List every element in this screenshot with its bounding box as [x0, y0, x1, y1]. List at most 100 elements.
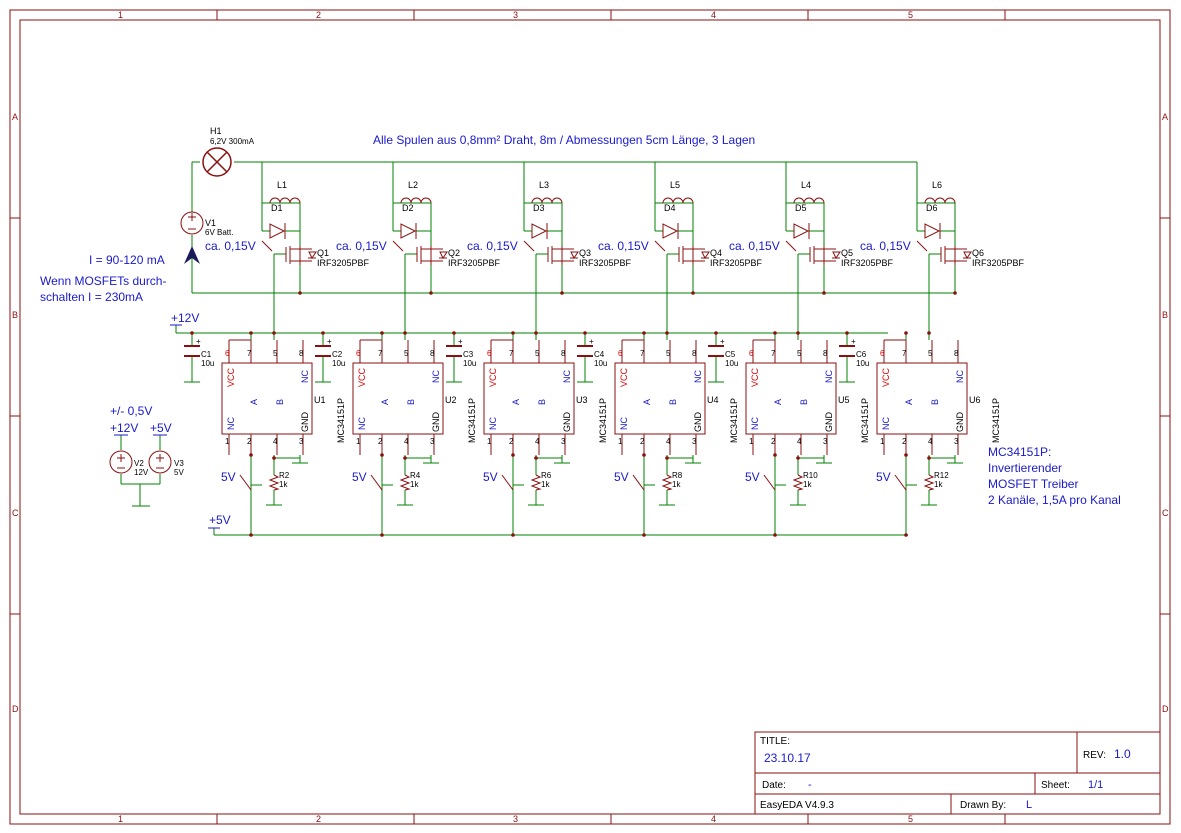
frame-col-label-bottom: 5: [908, 814, 913, 824]
ic-gnd-label: GND: [431, 412, 441, 433]
battery-value: 6V Batt.: [205, 228, 233, 237]
ic-pin-number: 1: [618, 437, 623, 446]
ic-part: MC34151P: [336, 398, 346, 443]
frame-col-label-bottom: 1: [118, 814, 123, 824]
drop-label: ca. 0,15V: [205, 239, 256, 253]
frame-row-label-left: B: [12, 310, 18, 320]
ic-part: MC34151P: [991, 398, 1001, 443]
cap-value: 10u: [201, 359, 214, 368]
date-label: Date:: [762, 780, 786, 791]
mosfet-ref: Q3: [579, 248, 591, 258]
rev-value: 1.0: [1114, 747, 1131, 761]
lamp-ref: H1: [210, 126, 222, 136]
junction-dot: [249, 331, 253, 335]
frame-row-label-left: D: [12, 704, 19, 714]
ic-part: MC34151P: [467, 398, 477, 443]
ic-pin-number: 1: [749, 437, 754, 446]
channel-wiring: [446, 162, 570, 535]
cap-ref: C2: [332, 350, 343, 359]
drop-label: ca. 0,15V: [598, 239, 649, 253]
ic-ref: U1: [314, 395, 326, 405]
body-diode-icon: [308, 251, 317, 259]
resistor-value: 1k: [672, 480, 681, 489]
mosfet-ref: Q4: [710, 248, 722, 258]
junction-dot: [380, 331, 384, 335]
coil-icon: [924, 197, 956, 204]
coil-icon: [662, 197, 694, 204]
junction-dot: [642, 331, 646, 335]
ic-pin-number: 7: [640, 349, 645, 358]
ic-a-label: A: [642, 399, 652, 405]
ic-a-label: A: [380, 399, 390, 405]
mosfet-part: IRF3205PBF: [579, 258, 632, 268]
ic-pin-number: 2: [247, 437, 252, 446]
frame-col-label-top: 1: [118, 10, 123, 20]
junction-dot: [927, 331, 931, 335]
frame-row-label-left: A: [12, 112, 18, 122]
junction-dot: [298, 291, 302, 295]
cap-ref: C3: [463, 350, 474, 359]
ic-pin-number: 2: [509, 437, 514, 446]
junction-dot: [560, 291, 564, 295]
mosfet-note-line1: Wenn MOSFETs durch-: [40, 274, 166, 288]
ic-pin-number: 8: [823, 349, 828, 358]
cap-plus-label: +: [196, 337, 201, 346]
ic-pin-number: 4: [666, 437, 671, 446]
lamp-h1: [202, 147, 232, 177]
junction-dot: [403, 331, 407, 335]
ic-gnd-label: GND: [955, 412, 965, 433]
channel-wiring: [184, 162, 308, 535]
ic-ref: U3: [576, 395, 588, 405]
ic-pin-number: 8: [299, 349, 304, 358]
resistor-value: 1k: [934, 480, 943, 489]
body-diode-icon: [570, 251, 579, 259]
lamp-value: 6,2V 300mA: [210, 137, 255, 146]
v3-ref: V3: [174, 459, 184, 468]
ic-part: MC34151P: [598, 398, 608, 443]
ic-pin-number: 6: [749, 349, 754, 358]
channel-parts: [446, 197, 579, 491]
ic-ref: U4: [707, 395, 719, 405]
drop-label: ca. 0,15V: [467, 239, 518, 253]
ic-body: [221, 362, 313, 435]
ic-nc-label: NC: [750, 417, 760, 430]
ic-nc-label: NC: [619, 417, 629, 430]
mosfet-ref: Q5: [841, 248, 853, 258]
ic-gnd-label: GND: [693, 412, 703, 433]
ic-nc-label: NC: [955, 370, 965, 383]
switch-label: 5V: [745, 470, 760, 484]
frame-col-label-bottom: 3: [513, 814, 518, 824]
p12-net-label: +12V: [171, 311, 199, 325]
switch-label: 5V: [221, 470, 236, 484]
channel-wiring: [839, 162, 963, 535]
ic-pin-number: 6: [225, 349, 230, 358]
ic-nc-label: NC: [881, 417, 891, 430]
junction-dot: [511, 331, 515, 335]
ic-pin-number: 2: [378, 437, 383, 446]
switch-label: 5V: [876, 470, 891, 484]
ic-pin-number: 6: [880, 349, 885, 358]
gate-switch: [523, 240, 535, 252]
drop-label: ca. 0,15V: [336, 239, 387, 253]
junction-dot: [403, 456, 407, 460]
diode-icon: [400, 223, 417, 239]
net-flags: [114, 324, 220, 529]
driver-note-line3: MOSFET Treiber: [988, 477, 1078, 491]
ic-pin-number: 5: [797, 349, 802, 358]
resistor-ref: R6: [541, 471, 552, 480]
title-value: 23.10.17: [764, 751, 811, 765]
ic-pin-number: 7: [902, 349, 907, 358]
ic-ref: U6: [969, 395, 981, 405]
coil-icon: [269, 197, 301, 204]
ic-vcc-label: VCC: [488, 367, 498, 387]
body-diode-icon: [701, 251, 710, 259]
junction-dot: [904, 453, 908, 457]
ic-pin-number: 1: [225, 437, 230, 446]
ic-pin-number: 1: [487, 437, 492, 446]
body-diode-icon: [963, 251, 972, 259]
resistor-value: 1k: [279, 480, 288, 489]
ic-vcc-label: VCC: [357, 367, 367, 387]
coil-ref: L1: [277, 180, 287, 190]
